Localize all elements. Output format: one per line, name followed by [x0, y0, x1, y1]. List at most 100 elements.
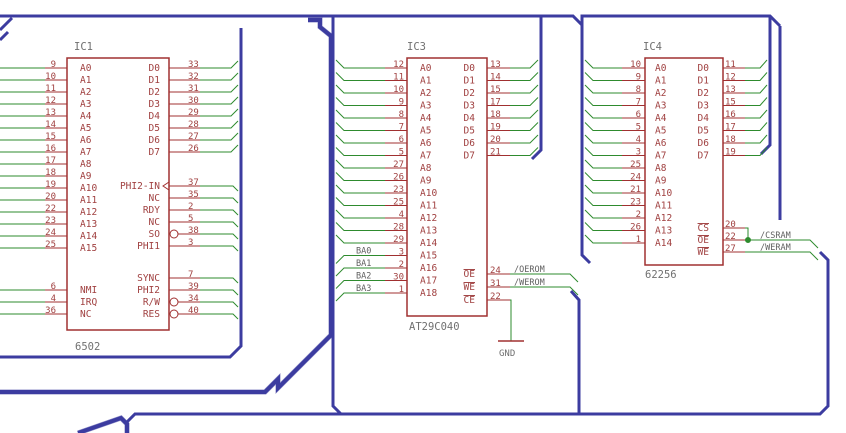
ic4-right-pin-number: 19 [725, 148, 736, 158]
ic1-right-pin-label: NC [149, 193, 160, 204]
ic1-signal-wire [200, 209, 239, 216]
bank-select-net-label: BA2 [356, 272, 371, 282]
ic1-left-pin-label: A2 [80, 87, 91, 98]
ic3-left-pin-number: 30 [393, 273, 404, 283]
ic4-left-pin-number: 10 [630, 60, 641, 70]
ic3-address-wire [335, 197, 385, 206]
ic4-right-pin-label: D0 [698, 63, 710, 74]
ic4-left-pin-number: 6 [636, 110, 641, 120]
ic3-data-wire [510, 147, 539, 156]
ic1-left-pin-label: NMI [80, 285, 97, 296]
ic4-right-pin-label: D4 [698, 113, 710, 124]
ic4-left-pin-number: 24 [630, 173, 641, 183]
ic3-left-pin-number: 4 [399, 210, 404, 220]
ic1-left-pin-label: A4 [80, 111, 92, 122]
ic1-left-pin-label: A0 [80, 63, 92, 74]
ic1-clock-marker [162, 181, 170, 191]
ic4-right-pin-number: 11 [725, 60, 736, 70]
ic4-right-pin-number: 13 [725, 85, 736, 95]
ic4-left-pin-number: 2 [636, 210, 641, 220]
ic3-address-wire [335, 172, 385, 181]
ic4-left-pin-label: A1 [655, 76, 667, 87]
ic3-right-pin-label: D0 [464, 63, 476, 74]
ic4-left-pin-label: A3 [655, 101, 666, 112]
ic4-left-pin-number: 26 [630, 223, 641, 233]
ic3-address-wire [335, 72, 385, 81]
ic3-chip: IC3 AT29C040 A012A111A210A39A48A57A66A75… [356, 41, 545, 359]
ic3-right-pin-label: D6 [464, 138, 476, 149]
ic4-address-wire [584, 134, 622, 144]
ic1-right-pin-number: 32 [188, 72, 199, 82]
ic4-right-pin-number: 12 [725, 73, 736, 83]
ic4-left-pin-number: 5 [636, 123, 641, 133]
ic3-data-wire [510, 72, 539, 81]
ic3-control-pin-label: CE [464, 295, 476, 306]
ic3-left-pin-number: 27 [393, 160, 404, 170]
ic4-type: 62256 [645, 269, 677, 281]
ic1-left-pin-label: A13 [80, 219, 97, 230]
ic4-left-pin-number: 21 [630, 185, 641, 195]
gnd-label: GND [499, 349, 515, 359]
ic4-address-wire [584, 222, 622, 231]
ic3-control-net-label: /OEROM [514, 265, 545, 275]
ic3-left-pin-number: 3 [399, 248, 404, 258]
ic1-left-pin-label: A8 [80, 159, 92, 170]
ic4-right-pin-label: D2 [698, 88, 709, 99]
ic4-left-pin-label: A10 [655, 188, 672, 199]
ic1-left-pin-number: 19 [45, 180, 56, 190]
ic3-left-pin-number: 9 [399, 98, 404, 108]
ic4-data-wire [745, 84, 768, 94]
ic1-left-pin-label: A3 [80, 99, 91, 110]
ic1-left-pin-number: 22 [45, 204, 56, 214]
ic1-right-pin-label: R/W [143, 297, 160, 308]
ic1-signal-wire [200, 245, 239, 252]
ic1-right-pin-number: 26 [188, 144, 199, 154]
ic1-left-pin-label: NC [80, 309, 91, 320]
ic1-left-pin-number: 23 [45, 216, 56, 226]
ic1-left-pin-number: 13 [45, 108, 56, 118]
ic3-bank-wire [335, 292, 385, 302]
ic1-right-pin-label: D1 [149, 75, 161, 86]
ic1-right-pin-number: 33 [188, 60, 199, 70]
ic3-left-pin-label: A10 [420, 188, 437, 199]
ic3-left-pin-label: A17 [420, 276, 437, 287]
ic1-left-pin-number: 11 [45, 84, 56, 94]
ic3-right-pin-number: 15 [490, 85, 501, 95]
ic4-left-pin-label: A14 [655, 238, 672, 249]
ic4-left-pin-label: A7 [655, 151, 666, 162]
ic4-control-pin-label: CS [698, 223, 710, 234]
ic3-right-pin-number: 18 [490, 110, 501, 120]
ic4-left-pin-label: A0 [655, 63, 667, 74]
ic3-address-wire [335, 209, 385, 219]
ic3-left-pin-number: 28 [393, 223, 404, 233]
ic4-control-pin-number: 27 [725, 244, 736, 254]
ic3-address-wire [335, 159, 385, 169]
ic3-left-pin-label: A4 [420, 113, 432, 124]
signal-wires [0, 59, 819, 341]
bank-select-net-label: BA3 [356, 284, 371, 294]
ic4-control-wire [745, 239, 819, 249]
ic3-left-pin-label: A9 [420, 176, 432, 187]
ic3-name: IC3 [407, 41, 426, 53]
ic1-right-pin-label: D5 [149, 123, 160, 134]
ic3-right-pin-label: D3 [464, 101, 475, 112]
ic1-left-pin-number: 12 [45, 96, 56, 106]
ic1-left-pin-number: 17 [45, 156, 56, 166]
ic1-data-wire [200, 84, 239, 93]
ic1-right-pin-number: 39 [188, 282, 199, 292]
ic3-right-pin-label: D1 [464, 76, 476, 87]
ic4-control-pin-number: 22 [725, 232, 736, 242]
ic3-right-pin-number: 20 [490, 135, 501, 145]
ic1-inversion-bubble [169, 229, 179, 239]
ic4-data-wire [745, 147, 768, 156]
ic1-left-pin-number: 9 [51, 60, 56, 70]
ic1-left-pin-label: A1 [80, 75, 92, 86]
bank-select-net-label: BA1 [356, 259, 371, 269]
ic1-left-pin-number: 36 [45, 306, 56, 316]
ic4-right-pin-number: 18 [725, 135, 736, 145]
ic1-right-pin-label: RDY [143, 205, 160, 216]
ic4-left-pin-number: 23 [630, 198, 641, 208]
ic1-right-pin-label: PHI1 [137, 241, 160, 252]
ic1-signal-wire [200, 185, 239, 192]
ic3-left-pin-number: 6 [399, 135, 404, 145]
